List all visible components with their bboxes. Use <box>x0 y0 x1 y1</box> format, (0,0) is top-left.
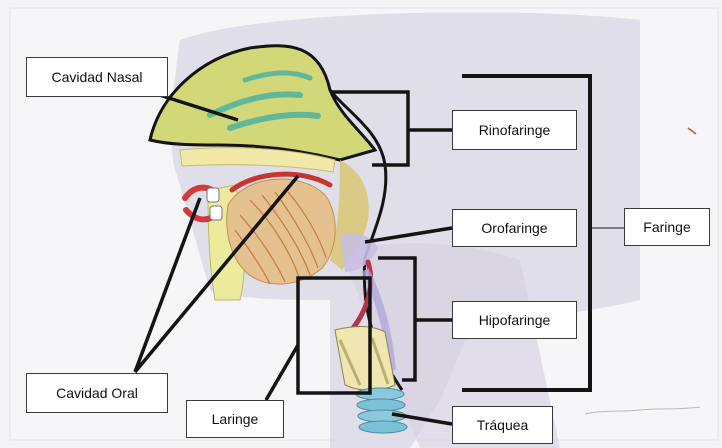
label-cavidad-oral: Cavidad Oral <box>26 373 168 413</box>
label-hipofaringe: Hipofaringe <box>452 301 577 339</box>
label-laringe: Laringe <box>186 400 284 438</box>
lower-teeth <box>210 206 222 220</box>
label-orofaringe: Orofaringe <box>452 209 577 247</box>
label-faringe: Faringe <box>624 208 710 246</box>
upper-teeth <box>207 188 219 202</box>
label-cavidad-nasal: Cavidad Nasal <box>26 57 168 97</box>
label-traquea: Tráquea <box>452 406 553 444</box>
label-rinofaringe: Rinofaringe <box>452 110 577 150</box>
